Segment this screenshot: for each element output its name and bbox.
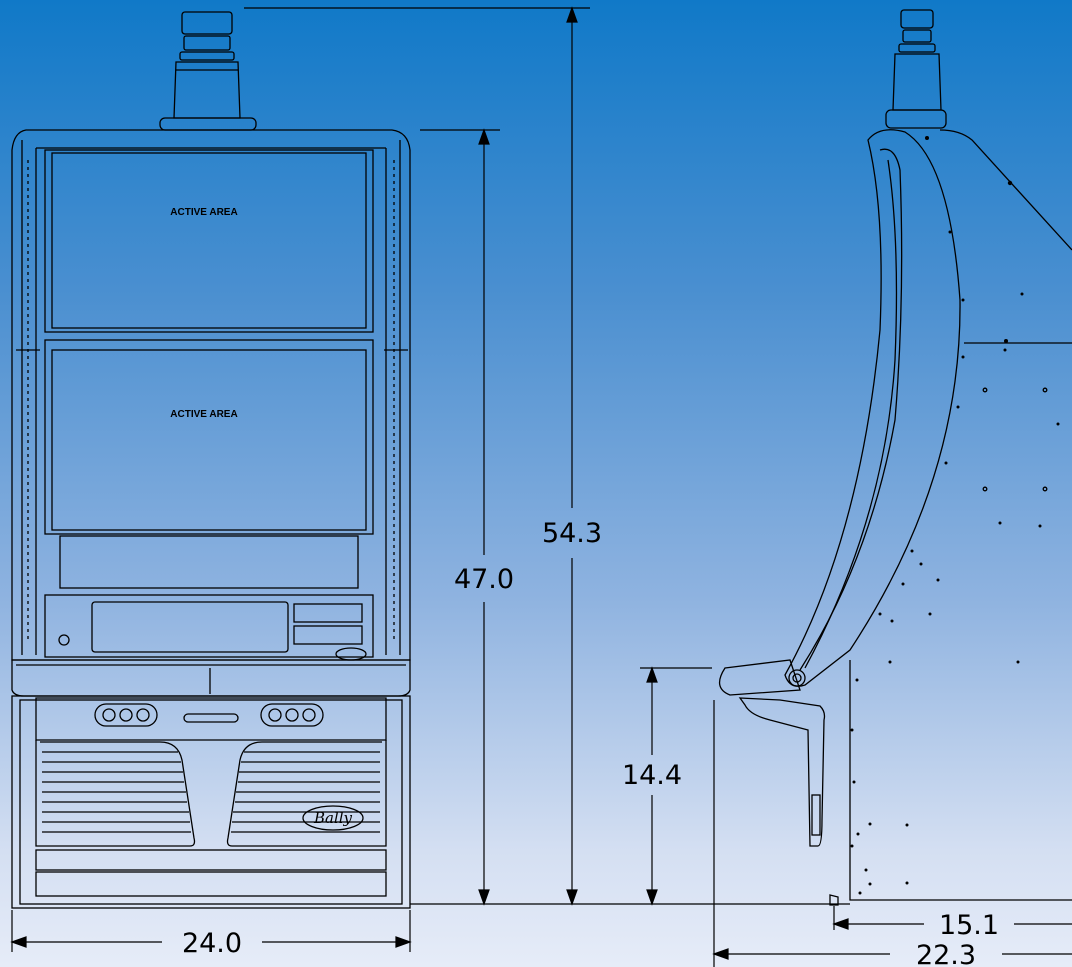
- side-deck: [718, 659, 839, 906]
- rivet-rings: [982, 387, 1048, 492]
- rear-slope: [939, 129, 1072, 251]
- side-view: [718, 9, 1072, 906]
- info-panel: [59, 535, 359, 589]
- curved-bezel: [784, 129, 961, 687]
- active-area-label-bottom: ACTIVE AREA: [170, 409, 237, 420]
- rivet-dots: [850, 136, 1060, 895]
- front-view: [11, 11, 411, 909]
- dim-width: 24.0: [182, 928, 242, 959]
- dim-depth-base: 15.1: [939, 910, 999, 941]
- card-reader: [293, 625, 363, 645]
- dim-total-height: 54.3: [542, 518, 602, 549]
- ticket-printer: [91, 601, 289, 653]
- speaker-panel: [35, 697, 387, 741]
- hinge-icon: [788, 669, 806, 687]
- bill-validator: [293, 603, 363, 623]
- side-topper-light: [885, 9, 947, 129]
- active-area-label-top: ACTIVE AREA: [170, 207, 237, 218]
- upper-screen: [44, 149, 374, 333]
- bally-logo-badge: [302, 805, 364, 831]
- dim-cabinet-height: 47.0: [454, 564, 514, 595]
- dim-base-height: 14.4: [622, 760, 682, 791]
- service-button-icon: [335, 647, 367, 661]
- button-deck: [11, 659, 411, 697]
- topper-light: [159, 11, 257, 131]
- lower-screen: [44, 339, 374, 535]
- brand-logo-text: Bally: [313, 809, 353, 827]
- side-base-outline: [849, 660, 1072, 901]
- key-lock-icon: [58, 634, 70, 646]
- cabinet-base: [11, 695, 411, 909]
- dimension-lines: [10, 6, 1072, 967]
- dim-depth-total: 22.3: [916, 940, 976, 967]
- button-deck-frame: [44, 594, 374, 658]
